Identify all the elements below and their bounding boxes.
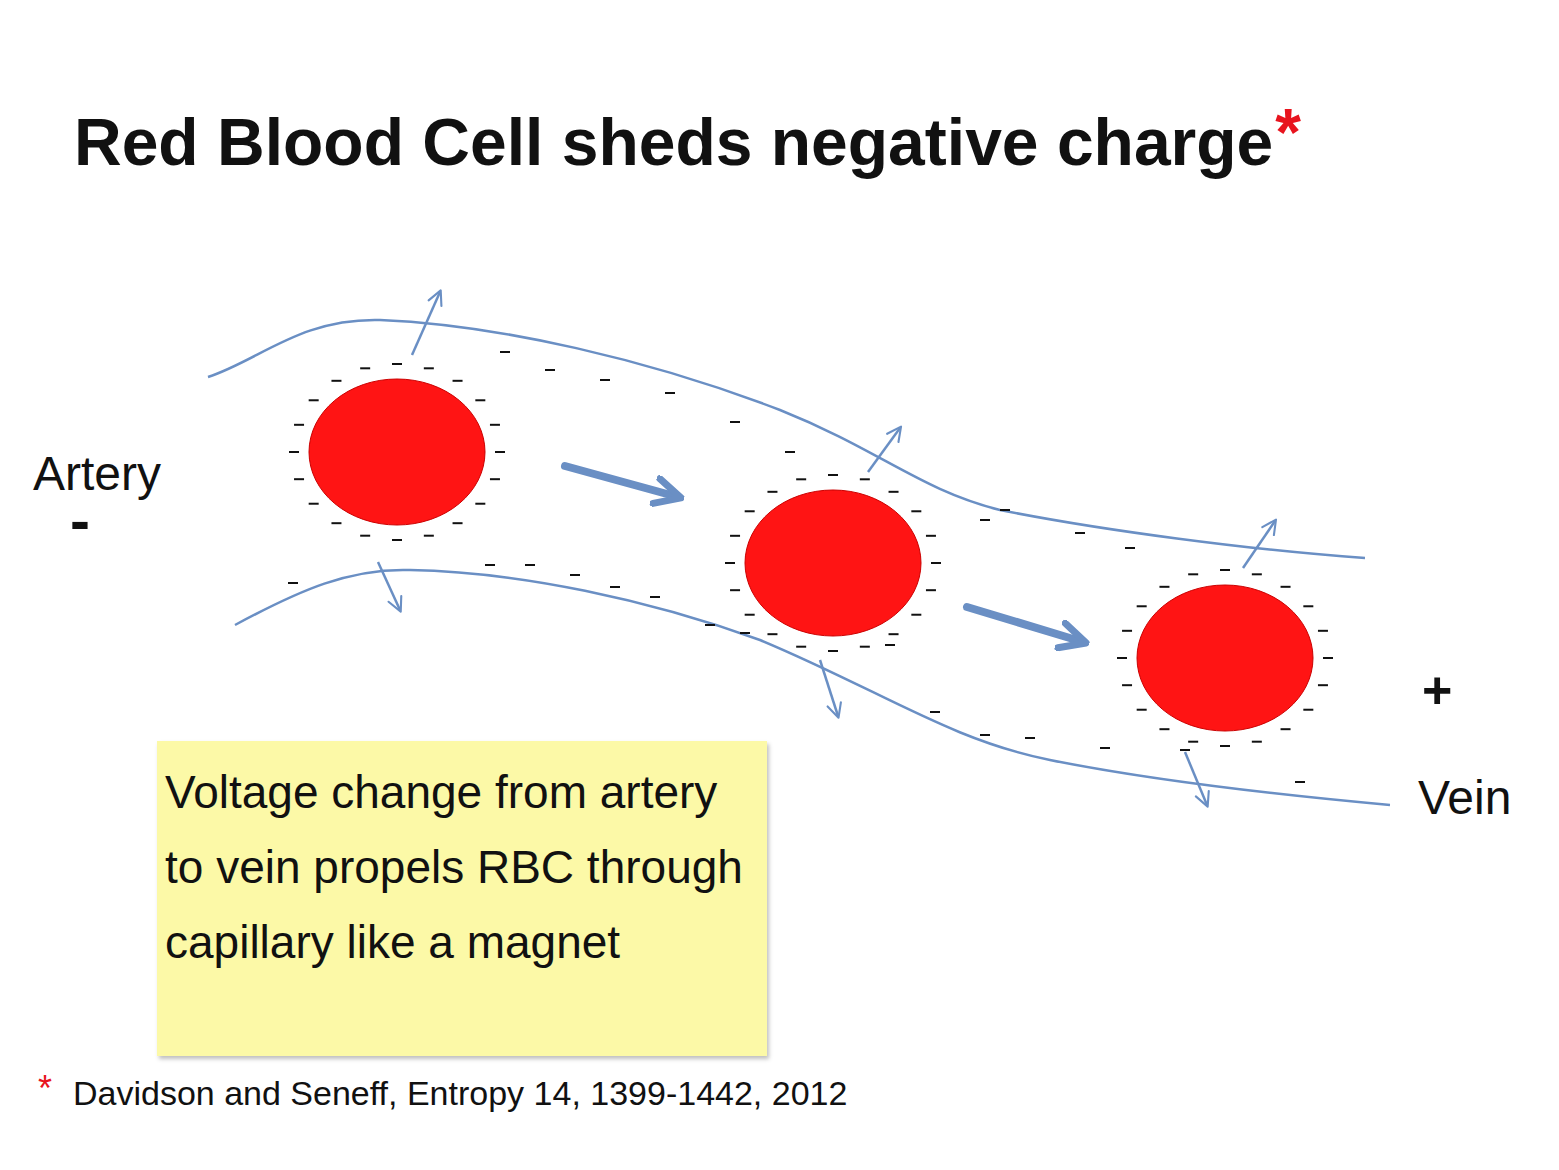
flow-arrow xyxy=(565,466,678,497)
red-blood-cell xyxy=(309,379,485,525)
flow-arrow xyxy=(967,607,1083,642)
red-blood-cell xyxy=(745,490,921,636)
slide-title: Red Blood Cell sheds negative charge xyxy=(74,104,1273,180)
negative-charges xyxy=(288,352,1333,782)
artery-label: Artery xyxy=(33,446,161,501)
vein-label: Vein xyxy=(1418,770,1511,825)
footnote-mark: * xyxy=(1275,94,1301,170)
note-box: Voltage change from artery to vein prope… xyxy=(157,741,767,1056)
footnote-mark: * xyxy=(38,1068,52,1110)
charge-arrows xyxy=(378,292,1275,805)
citation: Davidson and Seneff, Entropy 14, 1399-14… xyxy=(73,1074,847,1113)
polarity-sign: - xyxy=(70,486,90,555)
polarity-sign: + xyxy=(1422,660,1452,720)
red-blood-cell xyxy=(1137,585,1313,731)
note-text: Voltage change from artery to vein prope… xyxy=(165,755,757,980)
